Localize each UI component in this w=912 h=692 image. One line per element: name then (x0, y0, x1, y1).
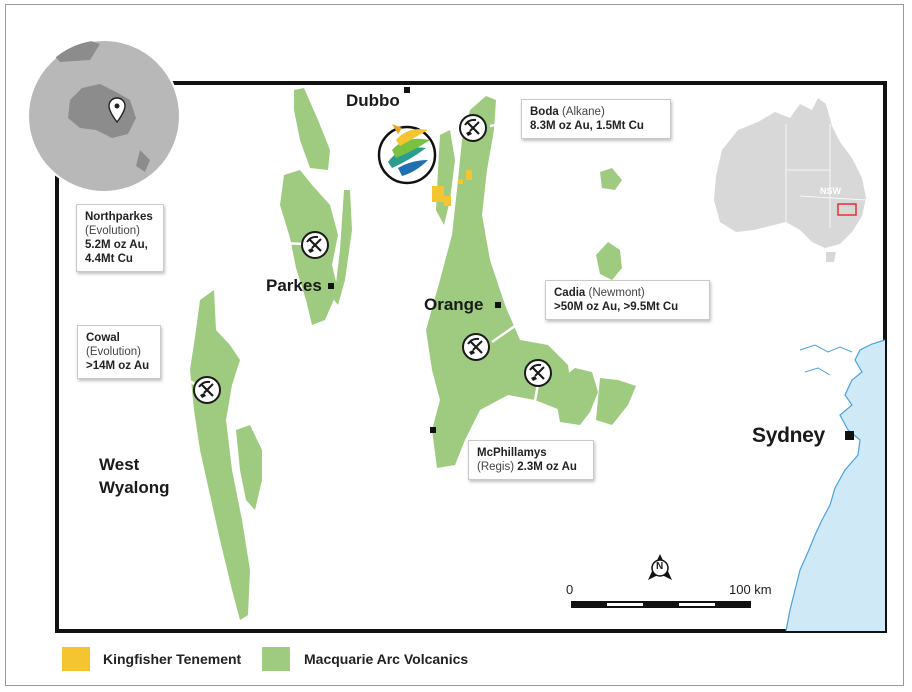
callout-owner: (Regis) (477, 461, 515, 473)
callout-name: Boda (530, 106, 559, 118)
callout-cadia: Cadia (Newmont) >50M oz Au, >9.5Mt Cu (545, 280, 710, 320)
mine-northparkes-icon (300, 230, 330, 260)
australia-inset (714, 98, 867, 262)
town-label-sydney: Sydney (752, 424, 825, 447)
callout-name: McPhillamys (477, 447, 547, 459)
town-markers (328, 87, 854, 440)
town-label-west-wyalong-2: Wyalong (99, 478, 170, 497)
legend-label-tenement: Kingfisher Tenement (103, 651, 242, 667)
kingfisher-tenement (432, 170, 472, 206)
north-arrow-icon (648, 554, 672, 580)
callout-owner: (Evolution) (85, 225, 140, 237)
kingfisher-logo-icon (377, 124, 437, 185)
town-label-west-wyalong-1: West (99, 455, 140, 474)
callout-cowal: Cowal (Evolution) >14M oz Au (77, 325, 161, 379)
location-pin-icon (108, 97, 126, 124)
callout-owner: (Evolution) (86, 346, 141, 358)
legend-swatch-tenement (62, 647, 90, 671)
leader-lines (159, 118, 546, 441)
callout-resource: 4.4Mt Cu (85, 253, 133, 265)
callout-owner: (Alkane) (561, 106, 605, 118)
callout-name: Cowal (86, 332, 120, 344)
callout-resource: 8.3M oz Au, 1.5Mt Cu (530, 120, 644, 132)
town-label-dubbo: Dubbo (346, 91, 400, 110)
mine-cadia-icon (461, 332, 491, 362)
north-label: N (656, 561, 664, 572)
coastline (785, 339, 885, 631)
town-label-parkes: Parkes (266, 276, 322, 295)
legend-label-volcanics: Macquarie Arc Volcanics (304, 651, 469, 667)
scale-bar (571, 601, 751, 608)
mine-boda-icon (458, 113, 488, 143)
globe-inset (27, 39, 181, 193)
callout-owner: (Newmont) (588, 287, 645, 299)
town-label-orange: Orange (424, 295, 484, 314)
callout-resource: >50M oz Au, >9.5Mt Cu (554, 301, 679, 313)
legend-swatch-volcanics (262, 647, 290, 671)
scale-start-label: 0 (566, 582, 574, 597)
callout-resource: >14M oz Au (86, 360, 150, 372)
inset-state-label: NSW (820, 186, 841, 196)
mine-mcphillamys-icon (523, 358, 553, 388)
callout-name: Cadia (554, 287, 586, 299)
mine-cowal-icon (192, 375, 222, 405)
callout-mcphillamys: McPhillamys (Regis) 2.3M oz Au (468, 440, 594, 480)
callout-boda: Boda (Alkane) 8.3M oz Au, 1.5Mt Cu (521, 99, 671, 139)
callout-northparkes: Northparkes (Evolution) 5.2M oz Au, 4.4M… (76, 204, 164, 272)
callout-resource: 5.2M oz Au, (85, 239, 148, 251)
scale-end-label: 100 km (729, 582, 772, 597)
callout-resource: 2.3M oz Au (517, 461, 577, 473)
ocean (786, 340, 885, 631)
locator-box (837, 203, 857, 216)
callout-name: Northparkes (85, 211, 153, 223)
